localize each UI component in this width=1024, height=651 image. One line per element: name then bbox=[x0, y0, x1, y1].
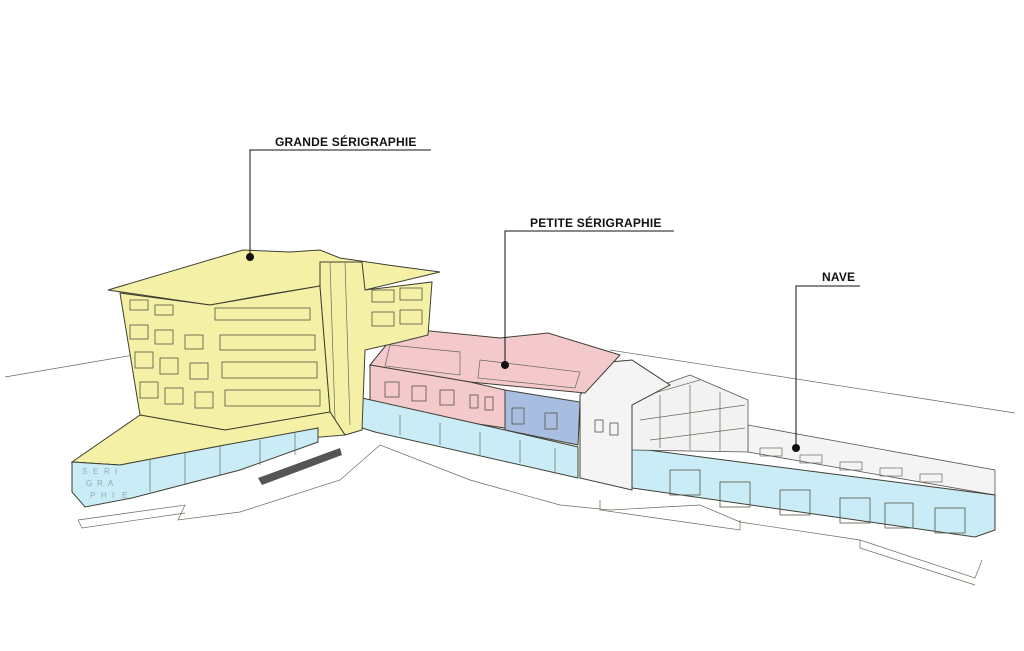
sign-letter: E bbox=[122, 491, 127, 500]
petite-blue-block bbox=[504, 389, 581, 446]
grande-ground-floor bbox=[71, 427, 319, 508]
petite-dormers bbox=[384, 344, 581, 389]
leader-dot-nave bbox=[792, 444, 800, 452]
label-grande-serigraphie: GRANDE SÉRIGRAPHIE bbox=[246, 134, 431, 261]
sign-letter: R bbox=[97, 479, 103, 488]
label-grande-text: GRANDE SÉRIGRAPHIE bbox=[275, 134, 417, 149]
sign-letter: I bbox=[115, 467, 117, 476]
nave-building bbox=[631, 424, 996, 538]
grande-side-facade bbox=[319, 261, 433, 436]
label-nave: NAVE bbox=[792, 270, 860, 452]
label-petite-text: PETITE SÉRIGRAPHIE bbox=[530, 215, 662, 230]
label-nave-text: NAVE bbox=[822, 270, 855, 284]
grande-windows bbox=[129, 287, 423, 409]
nave-windows bbox=[669, 469, 966, 534]
sign-letter: A bbox=[108, 479, 114, 488]
leader-line-nave bbox=[795, 285, 860, 448]
sign-letter: G bbox=[86, 479, 92, 488]
label-petite-serigraphie: PETITE SÉRIGRAPHIE bbox=[501, 215, 674, 369]
serigraphie-sign: S E R I G R A P H I E bbox=[82, 467, 127, 500]
sign-letter: P bbox=[90, 491, 95, 500]
leader-line-grande bbox=[249, 149, 431, 257]
petite-windows bbox=[384, 381, 558, 430]
sign-letter: E bbox=[93, 467, 98, 476]
sign-letter: R bbox=[104, 467, 110, 476]
sign-letter: H bbox=[101, 491, 107, 500]
petite-serigraphie-building bbox=[361, 327, 621, 479]
leader-dot-petite bbox=[501, 361, 509, 369]
grande-serigraphie-building bbox=[70, 249, 441, 508]
road-shadow bbox=[258, 448, 342, 485]
leader-line-petite bbox=[504, 230, 674, 365]
leader-dot-grande bbox=[246, 253, 254, 261]
sign-letter: S bbox=[82, 467, 87, 476]
sign-letter: I bbox=[112, 491, 114, 500]
nave-roof-skylights bbox=[759, 447, 943, 483]
